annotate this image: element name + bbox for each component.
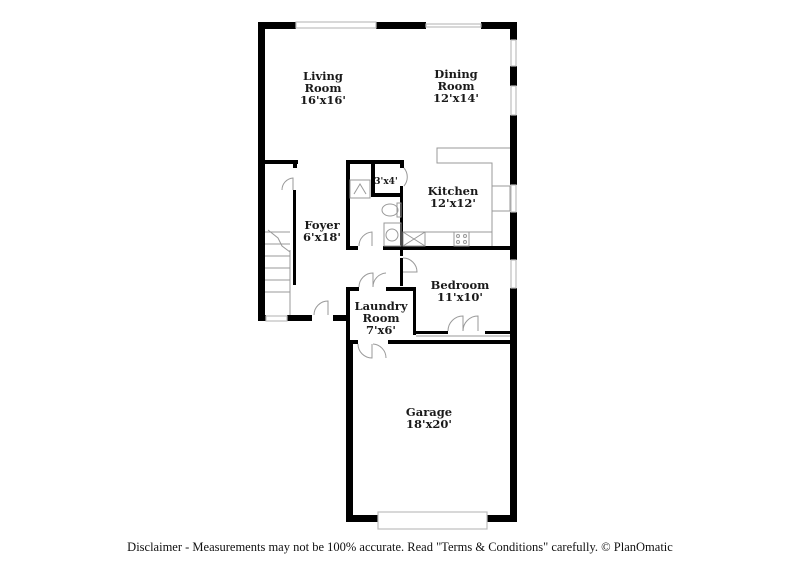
dining-room-dimensions: 12'x14' bbox=[433, 91, 479, 105]
living-room-name-2: Room bbox=[304, 81, 342, 95]
garage-label: Garage 18'x20' bbox=[406, 406, 452, 430]
dining-room-name-2: Room bbox=[437, 79, 475, 93]
living-room-label: Living Room 16'x16' bbox=[300, 70, 346, 106]
bedroom-name: Bedroom bbox=[430, 278, 490, 292]
kitchen-name: Kitchen bbox=[427, 184, 479, 198]
garage-dimensions: 18'x20' bbox=[406, 417, 452, 431]
laundry-room-name-1: Laundry bbox=[354, 299, 408, 313]
living-room-dimensions: 16'x16' bbox=[300, 93, 346, 107]
dining-room-label: Dining Room 12'x14' bbox=[433, 68, 479, 104]
living-room-name-1: Living bbox=[303, 69, 343, 83]
foyer-label: Foyer 6'x18' bbox=[303, 219, 341, 243]
closet-label: 3'x4' bbox=[374, 177, 397, 187]
bedroom-dimensions: 11'x10' bbox=[437, 290, 483, 304]
garage-name: Garage bbox=[405, 405, 453, 419]
laundry-room-dimensions: 7'x6' bbox=[366, 323, 396, 337]
kitchen-label: Kitchen 12'x12' bbox=[428, 185, 479, 209]
dining-room-name-1: Dining bbox=[434, 67, 478, 81]
disclaimer-text: Disclaimer - Measurements may not be 100… bbox=[127, 540, 673, 554]
laundry-room-label: Laundry Room 7'x6' bbox=[354, 300, 407, 336]
bedroom-label: Bedroom 11'x10' bbox=[431, 279, 490, 303]
kitchen-dimensions: 12'x12' bbox=[430, 196, 476, 210]
windows bbox=[265, 21, 517, 530]
exterior-walls bbox=[258, 22, 517, 522]
interior-walls bbox=[258, 160, 513, 344]
closet-dimensions: 3'x4' bbox=[374, 177, 398, 187]
fixtures bbox=[265, 147, 511, 359]
laundry-room-name-2: Room bbox=[362, 311, 400, 325]
foyer-dimensions: 6'x18' bbox=[303, 230, 341, 244]
foyer-name: Foyer bbox=[304, 218, 340, 232]
